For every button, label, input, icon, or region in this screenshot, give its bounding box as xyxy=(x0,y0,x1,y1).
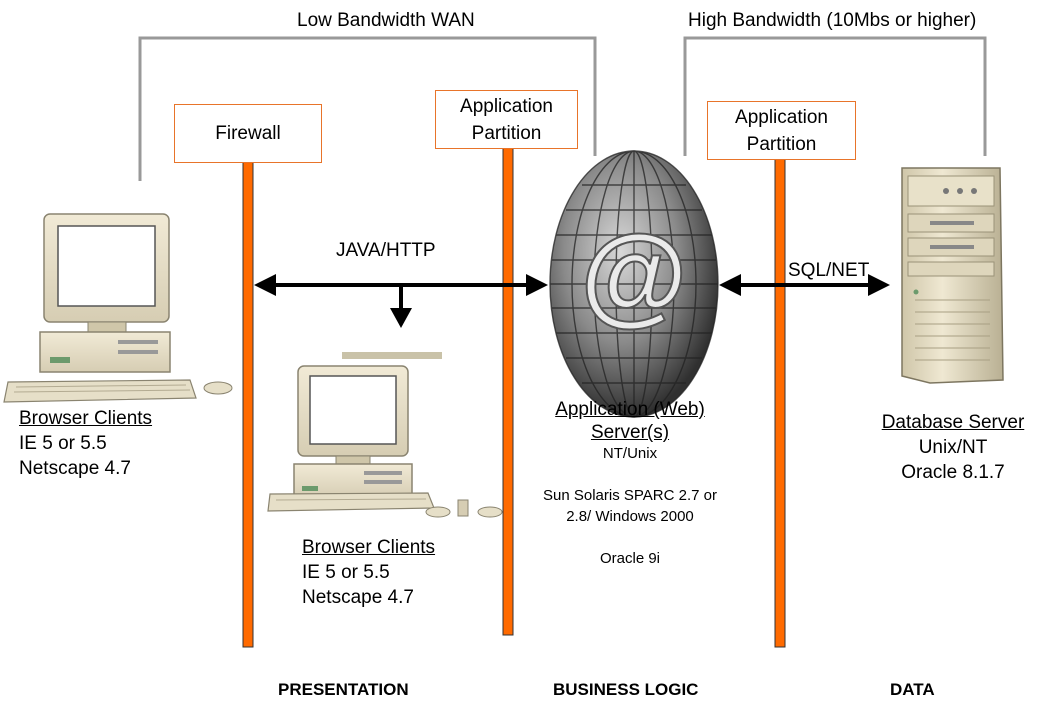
globe-at-symbol: @ xyxy=(580,213,687,336)
app-server-platform-line2: 2.8/ Windows 2000 xyxy=(566,508,694,525)
browser-clients-left-title: Browser Clients xyxy=(19,408,153,429)
browser-clients-center: Browser Clients IE 5 or 5.5 Netscape 4.7 xyxy=(302,535,435,610)
desktop-computer-icon xyxy=(267,365,503,518)
browser-clients-center-line2: Netscape 4.7 xyxy=(302,587,414,608)
app-partition-box-2: Application Partition xyxy=(707,101,856,160)
sql-net-label: SQL/NET xyxy=(788,260,870,281)
app-server-platform-line1: Sun Solaris SPARC 2.7 or xyxy=(543,487,717,504)
desktop-computer-icon xyxy=(3,213,233,403)
globe-at-icon: @ xyxy=(549,150,719,418)
firewall-label: Firewall xyxy=(215,123,281,144)
browser-clients-left-line1: IE 5 or 5.5 xyxy=(19,433,107,454)
browser-clients-center-title: Browser Clients xyxy=(302,537,436,558)
high-bandwidth-bracket xyxy=(683,36,987,156)
app-server-title-line2: Server(s) xyxy=(590,422,670,443)
firewall-box: Firewall xyxy=(174,104,322,163)
low-bandwidth-bracket xyxy=(138,36,597,181)
tier-business-logic: BUSINESS LOGIC xyxy=(553,680,699,699)
high-bandwidth-label: High Bandwidth (10Mbs or higher) xyxy=(688,10,977,31)
app-partition-2-line1: Application xyxy=(735,106,828,128)
app-server-os: NT/Unix xyxy=(602,445,658,462)
db-server-title: Database Server xyxy=(881,412,1025,433)
browser-clients-center-line1: IE 5 or 5.5 xyxy=(302,562,390,583)
app-server-software: Oracle 9i xyxy=(599,550,661,567)
app-server-info: Application (Web) Server(s) NT/Unix Sun … xyxy=(520,398,740,569)
db-server-info: Database Server Unix/NT Oracle 8.1.7 xyxy=(858,410,1043,485)
browser-clients-left-line2: Netscape 4.7 xyxy=(19,458,131,479)
app-partition-2-line2: Partition xyxy=(746,133,817,155)
browser-clients-left: Browser Clients IE 5 or 5.5 Netscape 4.7 xyxy=(19,406,152,481)
partition-bar-1 xyxy=(502,146,514,636)
tier-presentation: PRESENTATION xyxy=(278,680,409,699)
java-http-label: JAVA/HTTP xyxy=(336,240,436,261)
firewall-bar xyxy=(242,146,254,648)
tier-data: DATA xyxy=(890,680,935,699)
app-partition-1-line2: Partition xyxy=(471,122,542,144)
server-tower-icon xyxy=(901,167,1004,384)
db-server-software: Oracle 8.1.7 xyxy=(901,462,1005,483)
app-server-title-line1: Application (Web) xyxy=(555,399,705,420)
app-partition-box-1: Application Partition xyxy=(435,90,578,149)
low-bandwidth-label: Low Bandwidth WAN xyxy=(297,10,475,31)
java-http-arrow xyxy=(254,274,548,328)
sql-net-arrow xyxy=(719,274,890,296)
center-shelf xyxy=(342,352,442,359)
partition-bar-2 xyxy=(774,156,786,648)
db-server-os: Unix/NT xyxy=(918,437,988,458)
app-partition-1-line1: Application xyxy=(460,95,553,117)
